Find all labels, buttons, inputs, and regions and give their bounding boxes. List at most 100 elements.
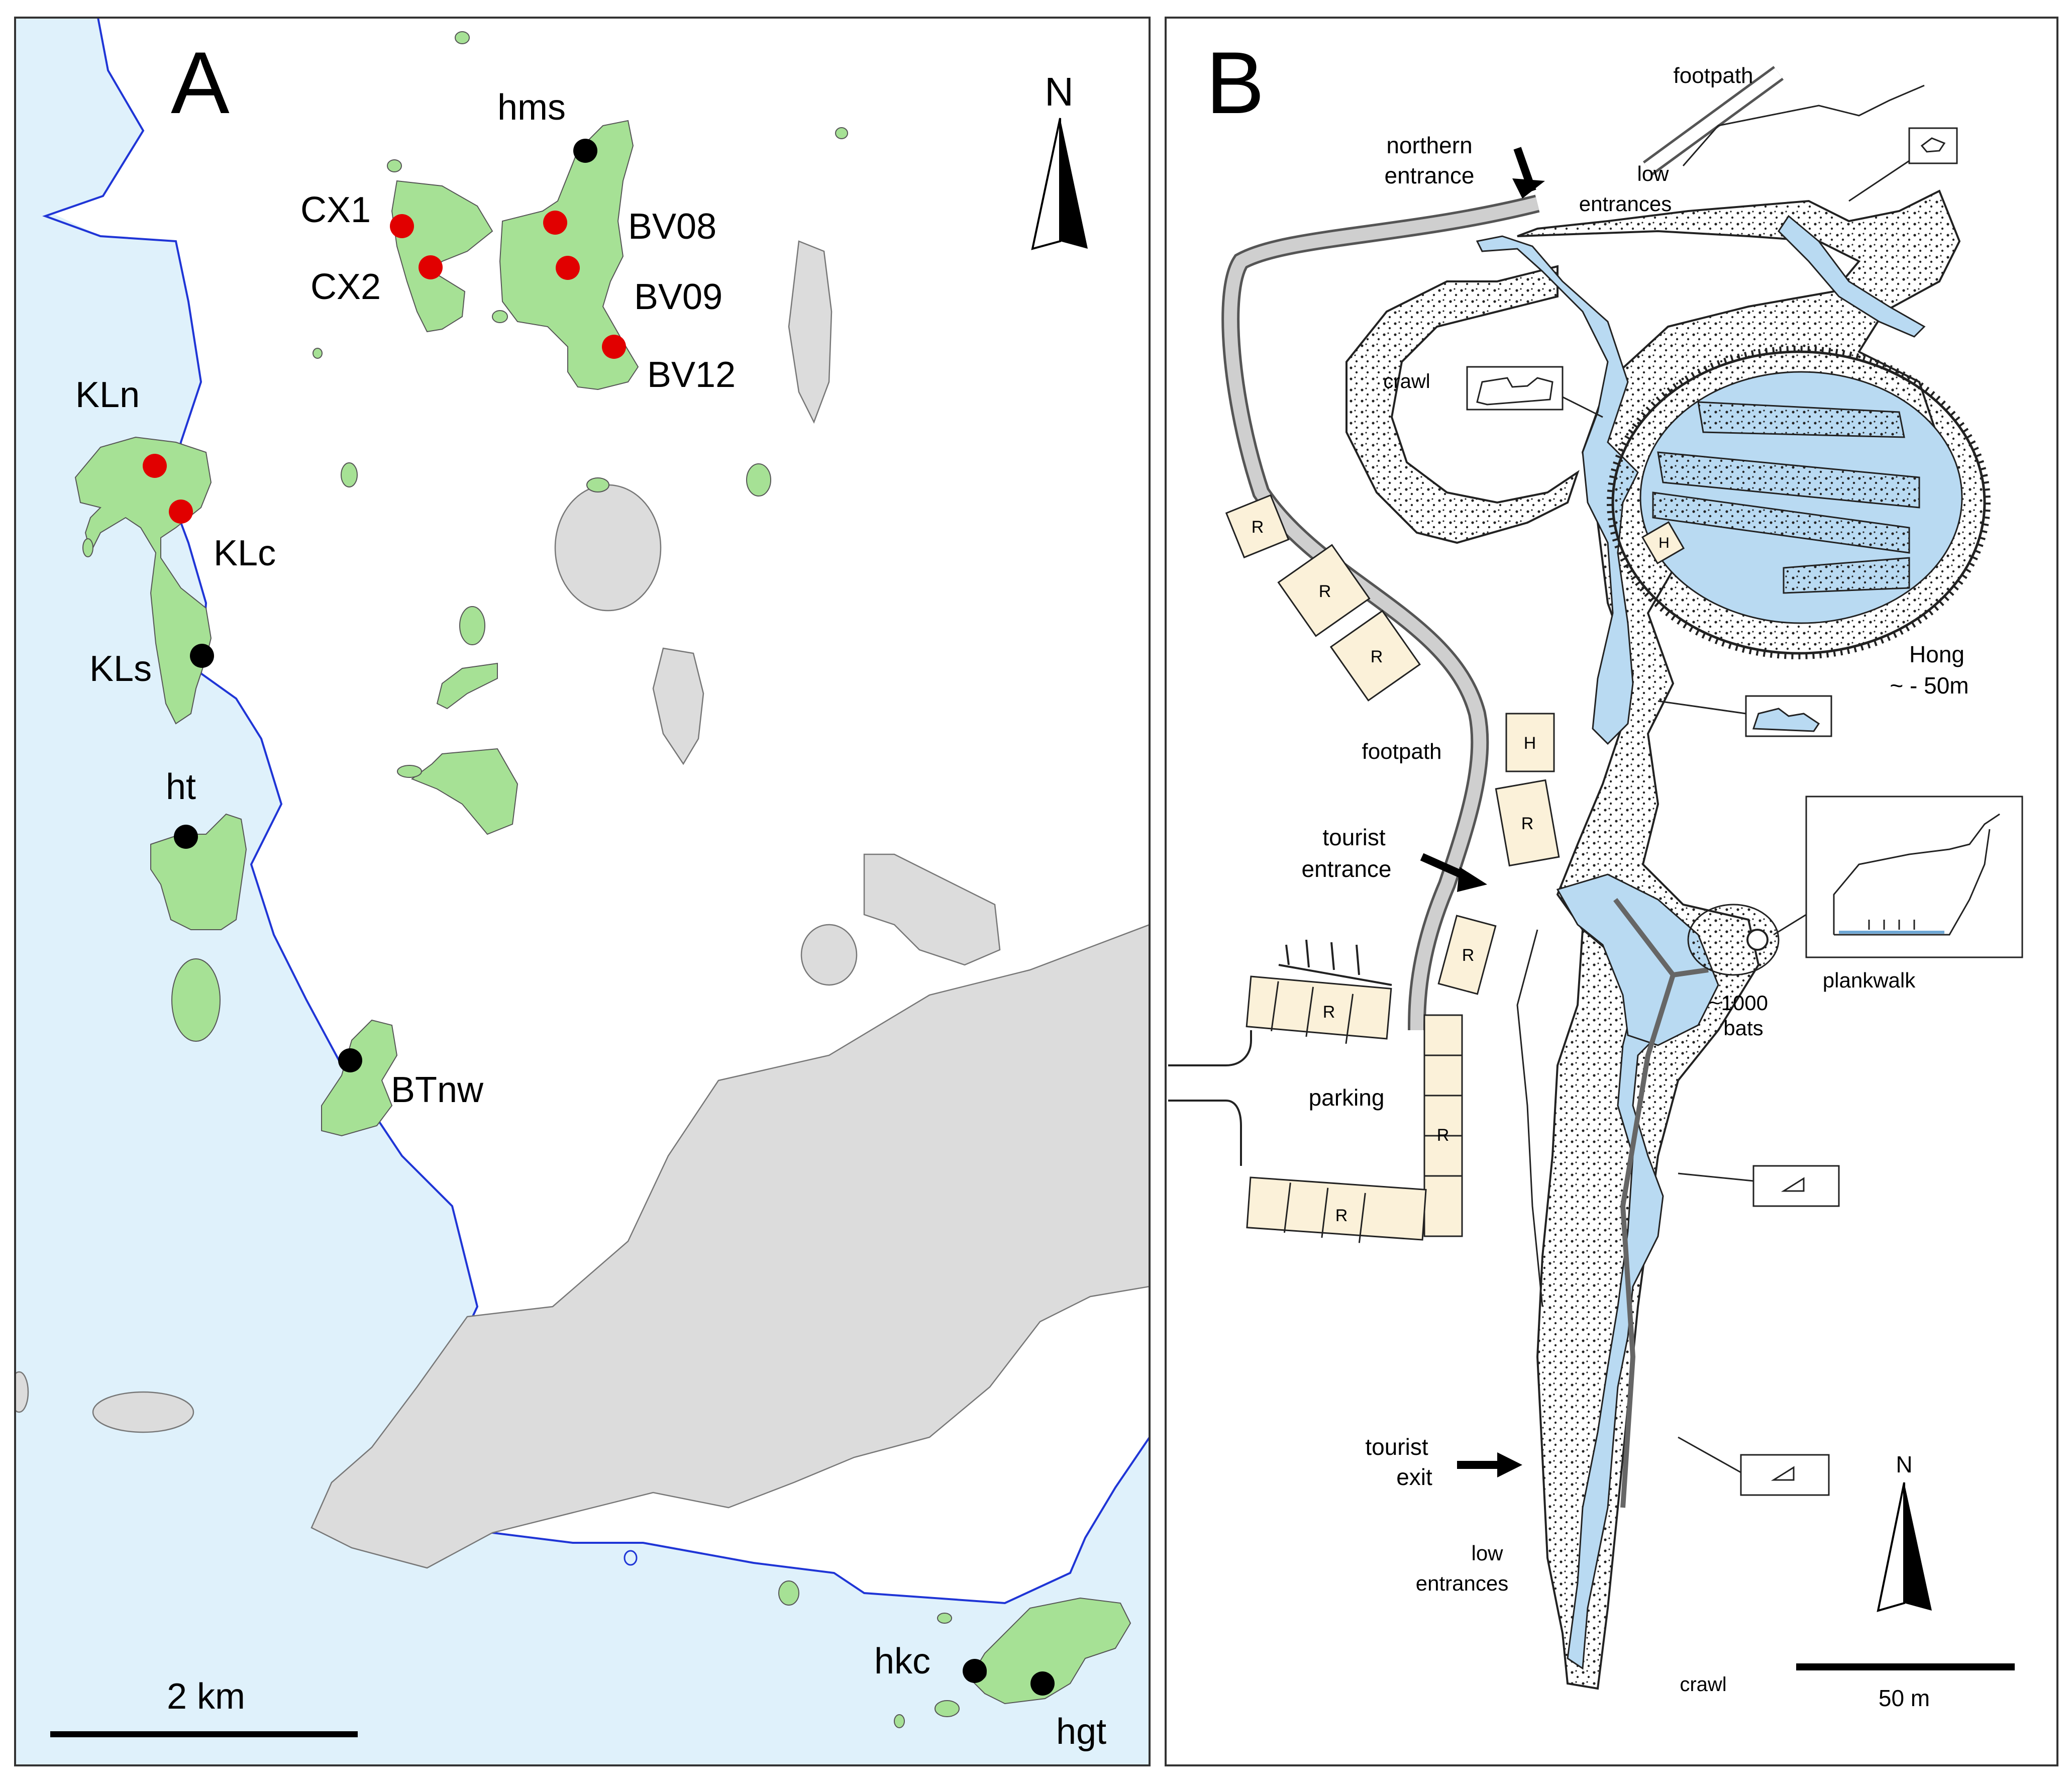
bat-hole <box>1746 929 1769 951</box>
green-islet <box>935 1700 960 1717</box>
green-islet <box>894 1714 905 1728</box>
site-black-hms <box>573 139 597 163</box>
label-crawl-top: crawl <box>1383 370 1430 392</box>
label-bv09: BV09 <box>634 277 722 317</box>
label-hgt: hgt <box>1056 1712 1106 1752</box>
gray-island <box>15 1371 29 1413</box>
site-red-cx1 <box>390 214 414 238</box>
label-low-entrances-bot-1: low <box>1471 1541 1503 1565</box>
building-h-label: H <box>1524 734 1536 753</box>
green-islet <box>746 463 771 497</box>
hong-bar <box>1657 451 1920 509</box>
green-islet <box>436 662 498 710</box>
green-islet <box>586 477 609 492</box>
label-low-entrances-top-1: low <box>1637 162 1669 185</box>
building-r-label: R <box>1437 1126 1449 1145</box>
site-black-hgt <box>1030 1671 1055 1696</box>
road-outline <box>1168 1030 1252 1166</box>
label-footpath-mid: footpath <box>1362 739 1441 764</box>
building-row <box>1246 1176 1427 1241</box>
plankwalk-line <box>1613 898 1709 1508</box>
label-plankwalk: plankwalk <box>1823 968 1916 992</box>
cave-water-channel <box>1476 235 1639 745</box>
scale-bar-a: 2 km <box>50 1676 358 1737</box>
building-r <box>1495 779 1560 867</box>
cave-wall-north <box>1682 84 1925 166</box>
section-box <box>1740 1454 1830 1496</box>
boundary-line <box>42 18 1150 1605</box>
label-footpath-top: footpath <box>1673 63 1753 88</box>
scale-label-b: 50 m <box>1879 1685 1930 1711</box>
site-black-kls <box>190 644 214 668</box>
north-label-b: N <box>1896 1451 1912 1477</box>
gray-island <box>652 647 704 765</box>
green-islet <box>835 127 848 139</box>
building-r <box>1225 494 1290 559</box>
north-arrow-b: N <box>1877 1451 1932 1612</box>
cave-water-east <box>1778 215 1926 338</box>
hong-hut <box>1641 521 1685 565</box>
label-tourist-exit-1: tourist <box>1365 1434 1428 1460</box>
sea-area <box>15 18 1150 1765</box>
building-r-label: R <box>1335 1206 1348 1225</box>
green-islet <box>937 1613 952 1624</box>
hong-bar <box>1652 491 1910 554</box>
gray-island <box>92 1391 194 1433</box>
hong-bar <box>1783 557 1910 594</box>
building-r-label: R <box>1252 518 1264 537</box>
label-northern-entrance-2: entrance <box>1384 162 1474 188</box>
site-red-klc <box>169 500 193 524</box>
label-hong-2: ~ - 50m <box>1890 672 1969 699</box>
panel-b-letter: B <box>1206 34 1265 132</box>
label-hkc: hkc <box>874 1641 930 1681</box>
site-red-bv09 <box>556 256 580 280</box>
label-low-entrances-bot-2: entrances <box>1416 1571 1508 1595</box>
green-islet <box>455 31 470 44</box>
green-islet <box>82 538 93 557</box>
site-black-btnw <box>338 1048 362 1072</box>
buildings: R R R H R R R R R <box>1225 494 1560 1243</box>
gray-island <box>800 924 858 986</box>
building-r-label: R <box>1462 946 1475 965</box>
building-r <box>1277 544 1371 637</box>
site-red-kln <box>143 454 167 478</box>
site-black-ht <box>174 825 198 849</box>
label-bv08: BV08 <box>628 207 716 247</box>
label-cx2: CX2 <box>310 267 381 307</box>
site-red-cx2 <box>419 255 443 279</box>
north-label-a: N <box>1045 69 1074 114</box>
bat-chamber <box>1687 904 1780 976</box>
site-red-bv08 <box>543 211 567 235</box>
label-northern-entrance-1: northern <box>1386 132 1472 158</box>
green-island-bv <box>499 120 639 390</box>
label-bats-1: ~1000 <box>1709 991 1768 1015</box>
label-tourist-exit-2: exit <box>1396 1464 1432 1490</box>
label-tourist-entrance-1: tourist <box>1322 824 1385 850</box>
parking-hatch <box>1278 939 1392 986</box>
green-island-ht <box>150 813 247 930</box>
green-island <box>171 958 221 1042</box>
gray-island <box>788 240 833 424</box>
label-kls: KLs <box>89 649 152 689</box>
scale-label-a: 2 km <box>167 1676 245 1717</box>
building-r-label: R <box>1371 647 1383 666</box>
green-island-hk <box>969 1597 1131 1705</box>
hong-hut-label: H <box>1659 535 1670 551</box>
entrance-pool <box>1556 873 1719 1046</box>
label-hong-1: Hong <box>1909 641 1964 667</box>
building-r-label: R <box>1323 1003 1335 1022</box>
label-btnw: BTnw <box>391 1070 484 1110</box>
label-klc: KLc <box>214 533 276 573</box>
panel-a: A hms CX1 CX2 BV08 BV09 BV12 KLn KLc KLs… <box>14 17 1151 1766</box>
site-red-bv12 <box>602 335 626 359</box>
label-bv12: BV12 <box>647 355 736 395</box>
scale-bar-b: 50 m <box>1796 1663 2015 1711</box>
section-box <box>1908 127 1958 164</box>
gray-island <box>554 484 662 612</box>
green-islet <box>459 606 485 645</box>
label-low-entrances-top-2: entrances <box>1579 192 1672 216</box>
site-black-hkc <box>963 1659 987 1683</box>
building-row <box>1423 1014 1463 1237</box>
section-box <box>1752 1165 1840 1207</box>
